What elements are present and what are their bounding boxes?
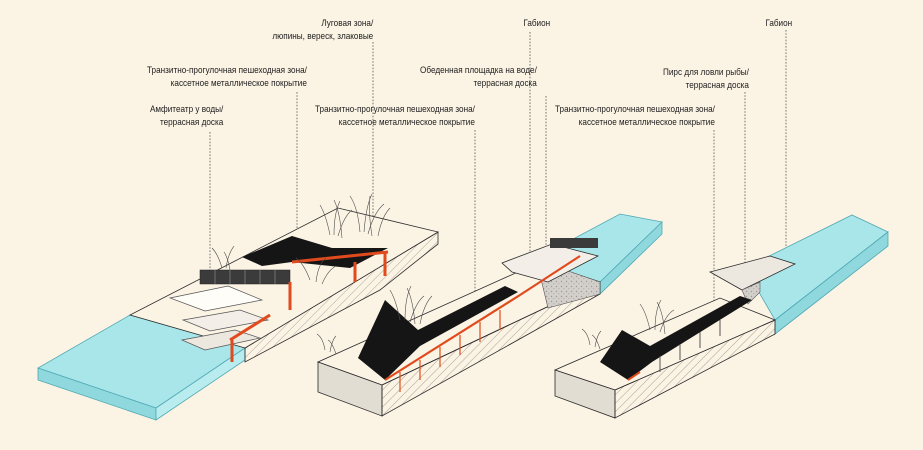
diagram-dining bbox=[316, 213, 663, 417]
diagram-amphitheatre bbox=[37, 193, 440, 421]
reed-grass-icon bbox=[316, 285, 433, 355]
label-line: Транзитно-прогулочная пешеходная зона/ bbox=[315, 104, 475, 115]
label-line: Габион bbox=[765, 18, 792, 29]
steel-structure bbox=[229, 250, 389, 362]
dining-platform bbox=[501, 243, 600, 283]
reed-grass-icon bbox=[211, 193, 391, 285]
label-line: кассетное металлическое покрытие bbox=[338, 116, 475, 128]
fishing-pier bbox=[708, 255, 797, 291]
label-meadow: Луговая зона/ люпины, вереск, злаковые bbox=[272, 18, 373, 43]
label-gabion-1: Габион bbox=[523, 18, 550, 31]
label-gabion-2: Габион bbox=[765, 18, 792, 31]
label-line: кассетное металлическое покрытие bbox=[578, 116, 715, 128]
steel-structure bbox=[627, 371, 641, 381]
step-2 bbox=[181, 309, 270, 332]
walkway bbox=[600, 296, 752, 380]
steel-structure bbox=[384, 255, 581, 381]
leader-lines bbox=[209, 30, 787, 305]
walkway bbox=[242, 236, 388, 268]
walkway bbox=[358, 286, 518, 380]
label-transit-walkway-2: Транзитно-прогулочная пешеходная зона/ к… bbox=[315, 104, 475, 129]
label-transit-walkway-3: Транзитно-прогулочная пешеходная зона/ к… bbox=[555, 104, 715, 129]
label-line: Луговая зона/ bbox=[321, 18, 373, 29]
label-transit-walkway-1: Транзитно-прогулочная пешеходная зона/ к… bbox=[147, 65, 307, 90]
bench-icon bbox=[550, 238, 598, 248]
diagram-pier bbox=[553, 214, 889, 419]
label-line: Обеденная площадка на воде/ bbox=[420, 65, 537, 76]
label-line: Пирс для ловли рыбы/ bbox=[663, 67, 749, 78]
label-amphitheatre: Амфитеатр у воды/ террасная доска bbox=[150, 104, 223, 129]
label-line: Габион bbox=[523, 18, 550, 29]
label-line: Амфитеатр у воды/ bbox=[149, 104, 223, 115]
label-line: террасная доска bbox=[159, 116, 223, 128]
posts bbox=[399, 310, 501, 392]
label-line: Транзитно-прогулочная пешеходная зона/ bbox=[555, 104, 715, 115]
label-line: люпины, вереск, злаковые bbox=[272, 30, 373, 42]
posts bbox=[659, 320, 721, 372]
label-dining-platform: Обеденная площадка на воде/ террасная до… bbox=[420, 65, 537, 90]
label-line: кассетное металлическое покрытие bbox=[170, 77, 307, 89]
label-line: Транзитно-прогулочная пешеходная зона/ bbox=[147, 65, 307, 76]
label-line: террасная доска bbox=[473, 77, 537, 89]
block-side bbox=[614, 319, 776, 419]
reed-grass-icon bbox=[581, 299, 675, 350]
step-3 bbox=[168, 285, 264, 312]
label-line: террасная доска bbox=[685, 79, 749, 91]
label-fishing-pier: Пирс для ловли рыбы/ террасная доска bbox=[663, 67, 749, 92]
